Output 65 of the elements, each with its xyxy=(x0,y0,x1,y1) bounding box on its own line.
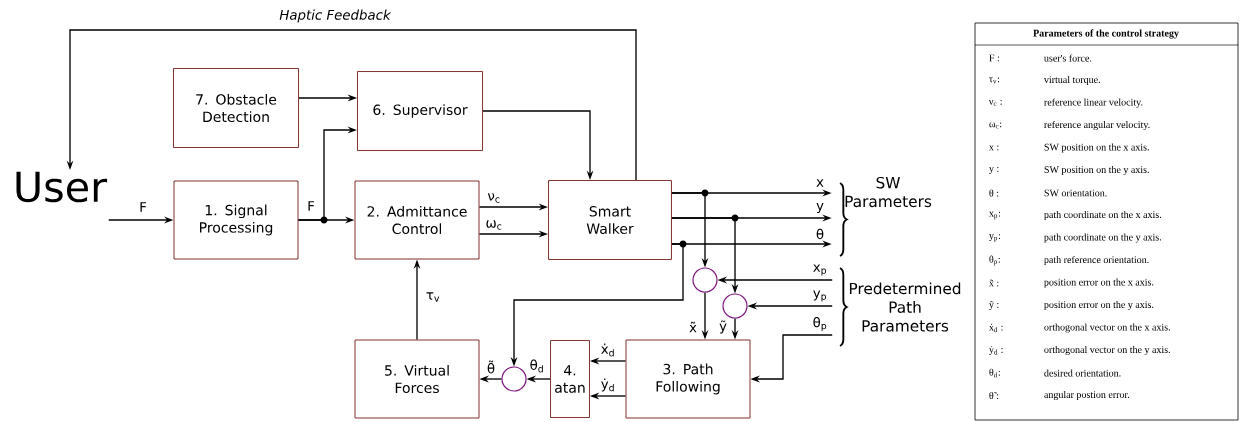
process-box: 7. Obstacle Detection xyxy=(173,68,299,148)
edge-label: ẋ$_{d}$ xyxy=(601,343,614,357)
table-cell: θ̃ : xyxy=(989,391,999,400)
table-cell: orthogonal vector on the x axis. xyxy=(1044,323,1170,333)
summing-junction xyxy=(501,366,527,392)
table-cell: orthogonal vector on the y axis. xyxy=(1044,345,1170,356)
table-cell: path coordinate on the x axis. xyxy=(1044,210,1162,221)
edge-label: τ$_{v}$ xyxy=(426,292,440,302)
table-cell: ω$_{c}$: xyxy=(989,122,1002,129)
edge-label: y$_{p}$ xyxy=(813,290,827,302)
table-cell: ẋ$_{d}$ : xyxy=(989,323,1003,333)
process-box: 4. atan xyxy=(550,340,590,418)
edge-label: F xyxy=(140,202,147,212)
table-cell: θ : xyxy=(989,189,999,197)
edge-label: x xyxy=(816,179,824,187)
table-cell: path coordinate on the y axis. xyxy=(1044,233,1162,243)
edge-label: x$_{p}$ xyxy=(813,264,827,276)
table-cell: θ$_{d}$: xyxy=(989,368,1000,378)
table-cell: y : xyxy=(989,167,999,174)
table-cell: ẏ$_{d}$ : xyxy=(989,346,1003,355)
group-label: SW Parameters xyxy=(845,176,932,208)
edge-label: θ xyxy=(816,228,824,240)
process-box: Smart Walker xyxy=(548,180,672,260)
table-cell: reference angular velocity. xyxy=(1044,120,1150,131)
table-cell: SW position on the y axis. xyxy=(1044,165,1149,176)
table-cell: angular postion error. xyxy=(1044,390,1130,401)
table-cell: virtual torque. xyxy=(1043,75,1100,86)
user-label: User xyxy=(16,171,108,203)
table-cell: reference linear velocity. xyxy=(1044,98,1143,108)
table-cell: y$_{p}$: xyxy=(989,234,1001,242)
table-cell: ỹ : xyxy=(989,301,999,310)
table-cell: ν$_{c}$ : xyxy=(988,99,1002,107)
table-cell: path reference orientation. xyxy=(1044,255,1149,266)
edge-label: ω$_{c}$ xyxy=(486,220,502,230)
edge-label: ẏ$_{d}$ xyxy=(601,378,614,392)
table-cell: desired orientation. xyxy=(1044,369,1121,377)
edge-label: ỹ xyxy=(719,320,727,334)
process-box: 2. Admittance Control xyxy=(354,180,480,260)
table-cell: position error on the y axis. xyxy=(1044,300,1154,311)
summing-junction xyxy=(692,267,718,293)
summing-junction xyxy=(722,293,748,319)
process-box: 5. Virtual Forces xyxy=(354,339,480,419)
table-cell: τ$_{v}$: xyxy=(989,77,1000,84)
table-header: Parameters of the control strategy xyxy=(1033,29,1179,39)
table-cell: x$_{p}$: xyxy=(989,211,1001,220)
edge-label: θ$_{d}$ xyxy=(530,359,543,373)
edge-label: x̃ xyxy=(689,321,697,333)
edge-label: θ$_{p}$ xyxy=(813,316,827,332)
table-cell: x̃ : xyxy=(989,279,999,287)
table-cell: x : xyxy=(989,145,999,151)
group-label: Predetermined Path Parameters xyxy=(849,282,961,332)
edge-label: ν$_{c}$ xyxy=(487,193,500,203)
edge-label: y xyxy=(816,202,824,214)
table-cell: position error on the x axis. xyxy=(1044,278,1154,288)
edge-label: Haptic Feedback xyxy=(279,9,392,23)
edge-label: θ̃ xyxy=(487,360,495,374)
edge-label: F xyxy=(308,201,315,211)
table-cell: user's force. xyxy=(1044,54,1092,62)
table-cell: SW position on the x axis. xyxy=(1044,143,1149,153)
table-cell: F : xyxy=(989,54,999,62)
table-cell: SW orientation. xyxy=(1044,189,1107,197)
process-box: 3. Path Following xyxy=(625,339,751,419)
table-cell: θ$_{p}$: xyxy=(989,255,1000,266)
process-box: 1. Signal Processing xyxy=(173,180,299,260)
process-box: 6. Supervisor xyxy=(357,71,483,151)
